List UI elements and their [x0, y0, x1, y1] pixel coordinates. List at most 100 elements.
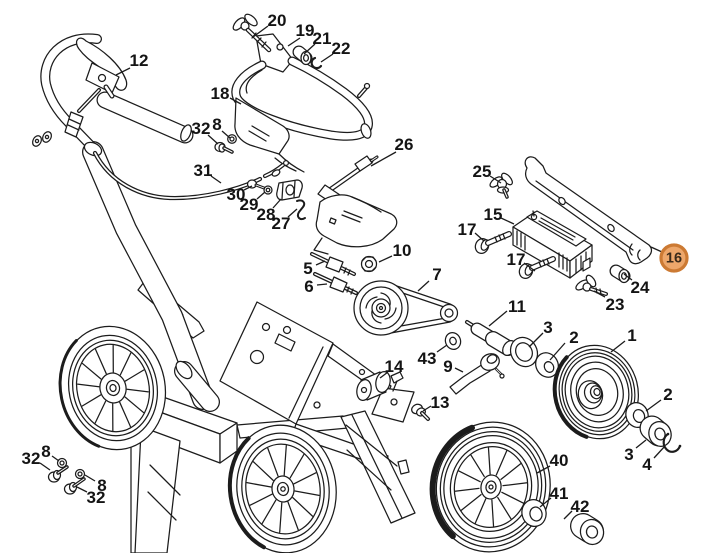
part-label-8-39[interactable]: 8 — [41, 442, 50, 461]
front-wheel-spokes — [77, 344, 149, 432]
wheel-spoke — [289, 453, 305, 479]
part-label-20-1[interactable]: 20 — [268, 11, 287, 30]
wheel-spoke — [94, 400, 107, 424]
leader-line-1-24 — [610, 340, 626, 353]
part-label-9-26[interactable]: 9 — [443, 357, 452, 376]
wheel-spoke — [81, 362, 102, 380]
part-label-16-18[interactable]: 16 — [666, 251, 682, 267]
wheel-spoke — [292, 496, 314, 517]
leader-line-41-30 — [539, 497, 552, 508]
leader-line-9-26 — [454, 367, 464, 373]
part-label-28-11[interactable]: 28 — [257, 205, 276, 224]
wheel-spoke — [249, 493, 273, 506]
wheel-spoke — [124, 396, 145, 414]
part-label-12-0[interactable]: 12 — [130, 51, 149, 70]
part-label-17-17[interactable]: 17 — [507, 250, 526, 269]
part-label-7-38[interactable]: 7 — [432, 265, 441, 284]
part-label-23-20[interactable]: 23 — [606, 295, 625, 314]
wheel-spoke — [497, 496, 512, 520]
part-label-29-10[interactable]: 29 — [240, 195, 259, 214]
part-label-42-31[interactable]: 42 — [571, 497, 590, 516]
leader-line-21-3 — [303, 43, 316, 55]
leader-line-43-25 — [436, 344, 448, 353]
part-label-30-9[interactable]: 30 — [227, 185, 246, 204]
leader-line-42-31 — [563, 510, 573, 520]
screw-32-nut-8-upper — [214, 134, 237, 154]
part-label-2-32[interactable]: 2 — [663, 385, 672, 404]
part-label-17-16[interactable]: 17 — [458, 220, 477, 239]
part-label-43-25[interactable]: 43 — [418, 349, 437, 368]
washer-43-hole — [449, 336, 457, 346]
part-label-40-29[interactable]: 40 — [550, 451, 569, 470]
guard-plate-18 — [234, 97, 305, 173]
wheel-spoke — [495, 449, 508, 476]
part-label-19-2[interactable]: 19 — [296, 21, 315, 40]
wheel-spoke — [77, 383, 100, 388]
rear-wheel — [227, 424, 337, 553]
leader-line-8-6 — [221, 130, 231, 139]
leader-line-13-28 — [422, 405, 432, 412]
part-label-24-19[interactable]: 24 — [631, 278, 650, 297]
part-label-1-24[interactable]: 1 — [627, 326, 636, 345]
part-label-5-35[interactable]: 5 — [303, 259, 312, 278]
part-label-4-34[interactable]: 4 — [642, 455, 652, 474]
part-label-31-8[interactable]: 31 — [194, 161, 213, 180]
part-label-22-4[interactable]: 22 — [332, 39, 351, 58]
wing-bolt-23 — [575, 274, 608, 296]
wheel-spoke — [119, 401, 132, 428]
part-label-3-22[interactable]: 3 — [543, 318, 552, 337]
wheel-spoke — [502, 482, 528, 487]
part-label-10-37[interactable]: 10 — [393, 241, 412, 260]
leader-line-27-12 — [287, 208, 298, 218]
part-label-25-14[interactable]: 25 — [473, 162, 492, 181]
leader-line-17-17 — [523, 262, 536, 272]
leader-line-28-11 — [272, 198, 282, 209]
part-label-2-23[interactable]: 2 — [569, 328, 578, 347]
wheel-spoke — [501, 491, 525, 504]
wheel-spoke — [460, 493, 482, 512]
part-label-26-13[interactable]: 26 — [395, 135, 414, 154]
nut-10 — [360, 255, 378, 273]
part-label-6-36[interactable]: 6 — [304, 277, 313, 296]
e-clip-22 — [310, 56, 323, 70]
part-label-41-30[interactable]: 41 — [550, 484, 569, 503]
leader-line-30-9 — [243, 185, 253, 191]
leader-line-16-18 — [650, 246, 663, 253]
part-label-27-12[interactable]: 27 — [272, 214, 291, 233]
part-label-3-33[interactable]: 3 — [624, 445, 633, 464]
part-label-32-7[interactable]: 32 — [192, 119, 211, 138]
wheel-spoke — [457, 470, 481, 483]
spacer-24 — [609, 264, 631, 284]
wheel-spoke — [81, 394, 102, 407]
highlighted-part-circle-16[interactable] — [659, 243, 689, 273]
throttle-cable-31 — [92, 150, 290, 201]
wheel-40-spokes — [454, 446, 528, 528]
part-label-11-21[interactable]: 11 — [508, 297, 526, 316]
part-label-18-5[interactable]: 18 — [211, 84, 230, 103]
wheel-spoke — [491, 499, 495, 528]
part-label-32-40[interactable]: 32 — [22, 449, 41, 468]
front-left-wheel — [58, 325, 167, 451]
bracket-16 — [524, 156, 653, 265]
deflector-26 — [313, 155, 398, 255]
part-label-14-27[interactable]: 14 — [385, 357, 404, 376]
leader-line-31-8 — [210, 175, 222, 184]
leader-line-12-0 — [115, 67, 131, 76]
wheel-spoke — [119, 352, 132, 376]
mount-block-15 — [512, 210, 593, 279]
wheel-spoke — [487, 446, 491, 475]
part-label-32-42[interactable]: 32 — [87, 488, 106, 507]
part-label-21-3[interactable]: 21 — [313, 29, 332, 48]
part-label-8-6[interactable]: 8 — [212, 115, 221, 134]
part-label-15-15[interactable]: 15 — [484, 205, 503, 224]
hardware-8-32-lower-left — [47, 457, 86, 495]
leader-line-5-35 — [315, 260, 326, 266]
wheel-spoke — [293, 472, 317, 485]
leader-line-7-38 — [417, 280, 430, 292]
wheel-spoke — [283, 444, 287, 476]
part-label-8-41[interactable]: 8 — [97, 476, 106, 495]
leader-line-2-23 — [549, 342, 566, 361]
part-label-13-28[interactable]: 13 — [431, 393, 450, 412]
cable-clamp-parts — [246, 179, 306, 221]
